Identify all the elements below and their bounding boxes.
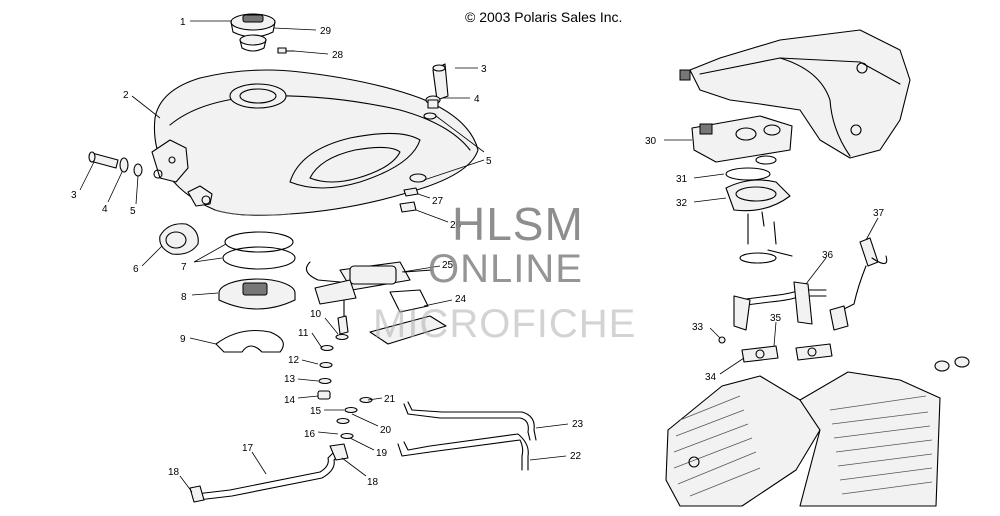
tank-mount-bracket — [151, 139, 189, 183]
o-rings — [222, 231, 296, 270]
watermark-line-2: ONLINE — [428, 247, 583, 291]
left-bushing — [119, 157, 129, 173]
clip — [403, 187, 419, 197]
callout-12: 12 — [288, 355, 300, 366]
fuel-injector-2 — [795, 343, 833, 361]
callout-36: 36 — [822, 250, 834, 261]
callout-labels: 1 29 28 2 3 4 5 3 4 5 27 26 25 24 6 7 8 … — [71, 17, 885, 488]
fuel-cap — [230, 13, 276, 52]
callout-22: 22 — [570, 451, 582, 462]
vent-line-lower — [397, 433, 529, 471]
callout-26: 26 — [450, 220, 462, 231]
callout-17: 17 — [242, 443, 254, 454]
callout-5: 5 — [486, 156, 492, 167]
callout-25: 25 — [442, 260, 454, 271]
screw — [718, 336, 726, 344]
engine-cylinders — [665, 371, 941, 507]
bushing — [425, 95, 441, 109]
retaining-ring — [215, 329, 284, 353]
fitting — [317, 390, 331, 400]
callout-30: 30 — [645, 136, 657, 147]
vent-line-upper — [403, 401, 537, 441]
callout-4: 4 — [474, 94, 480, 105]
callout-34: 34 — [705, 372, 717, 383]
callout-9: 9 — [180, 334, 186, 345]
engine-plugs — [934, 356, 970, 372]
callout-27: 27 — [432, 196, 444, 207]
small-o-ring — [359, 396, 373, 404]
callout-6: 6 — [133, 264, 139, 275]
throttle-body — [691, 115, 793, 163]
mount-pin — [432, 63, 449, 101]
callout-13: 13 — [284, 374, 296, 385]
pump-bracket — [369, 289, 447, 345]
callout-37: 37 — [873, 208, 885, 219]
callout-15: 15 — [310, 406, 322, 417]
left-grommet — [133, 163, 143, 177]
callout-21: 21 — [384, 394, 396, 405]
copyright-notice: © 2003 Polaris Sales Inc. — [465, 9, 623, 25]
manifold-clamp — [739, 249, 793, 264]
callout-14: 14 — [284, 395, 296, 406]
callout-5: 5 — [130, 206, 136, 217]
fuel-tank — [153, 69, 479, 216]
small-o-ring — [340, 432, 354, 440]
callout-32: 32 — [676, 198, 688, 209]
callout-23: 23 — [572, 419, 584, 430]
left-mount-pin — [88, 151, 119, 169]
clip-2 — [399, 201, 417, 213]
fuel-pump — [305, 261, 433, 305]
callout-18: 18 — [168, 467, 180, 478]
callout-20: 20 — [380, 425, 392, 436]
fuel-line — [189, 443, 349, 503]
callout-2: 2 — [123, 90, 129, 101]
grommet — [423, 112, 437, 120]
callout-19: 19 — [376, 448, 388, 459]
small-o-ring — [318, 377, 332, 385]
intake-manifold — [725, 179, 791, 245]
callout-4: 4 — [102, 204, 108, 215]
tank-rear-mount — [187, 185, 213, 207]
fuel-gauge — [159, 223, 199, 255]
fuel-injector — [741, 345, 779, 363]
callout-16: 16 — [304, 429, 316, 440]
callout-28: 28 — [332, 50, 344, 61]
watermark-line-1: HLSM — [452, 198, 584, 250]
callout-1: 1 — [180, 17, 186, 28]
watermark-line-3: MICROFICHE — [373, 302, 637, 346]
callout-29: 29 — [320, 26, 332, 37]
callout-35: 35 — [770, 313, 782, 324]
callout-10: 10 — [310, 309, 322, 320]
callout-7: 7 — [181, 262, 187, 273]
small-o-ring — [320, 344, 334, 352]
small-o-ring — [344, 406, 358, 414]
callout-33: 33 — [692, 322, 704, 333]
fuel-rail — [733, 281, 827, 331]
small-o-ring — [336, 417, 350, 425]
leader-lines — [79, 20, 879, 493]
fuel-cap-screw — [277, 47, 295, 54]
callout-8: 8 — [181, 292, 187, 303]
intake-gasket — [725, 155, 777, 181]
sensor — [829, 237, 888, 331]
callout-11: 11 — [298, 328, 309, 339]
tank-grommet — [409, 173, 427, 183]
pump-connector — [337, 299, 349, 335]
callout-24: 24 — [455, 294, 467, 305]
callout-3: 3 — [71, 190, 77, 201]
pump-mounting-plate — [218, 278, 296, 310]
callout-3: 3 — [481, 64, 487, 75]
small-o-ring — [335, 333, 349, 341]
callout-31: 31 — [676, 174, 688, 185]
callout-18: 18 — [367, 477, 379, 488]
air-box — [679, 29, 911, 159]
small-o-ring — [319, 361, 333, 369]
